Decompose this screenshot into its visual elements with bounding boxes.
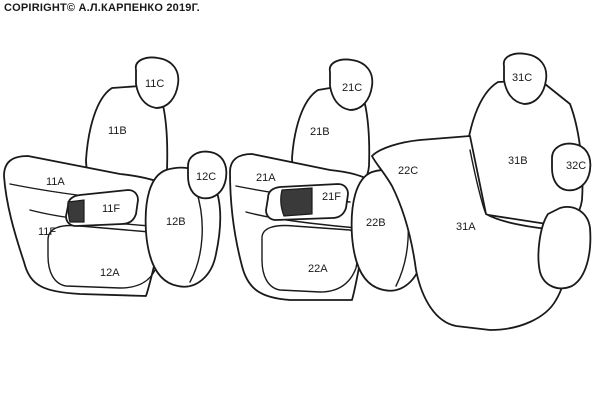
label-21a: 21A [256, 172, 276, 184]
label-21c: 21C [342, 82, 362, 94]
label-12a: 12A [100, 267, 120, 279]
label-32c: 32C [566, 160, 586, 172]
label-11c: 11C [145, 78, 164, 90]
seat-cushion-31a [371, 135, 568, 331]
label-22c: 22C [398, 165, 418, 177]
headrest-21c [328, 58, 374, 111]
headrest-11c [134, 56, 180, 109]
label-22a: 22A [308, 263, 328, 275]
label-12c: 12C [196, 171, 216, 183]
headrest-32c [551, 142, 592, 192]
copyright-notice: COPIRIGHT© А.Л.КАРПЕНКО 2019Г. [4, 2, 200, 14]
label-11f-side: 11F [38, 226, 56, 238]
seam-line [469, 149, 487, 215]
label-11f-armrest: 11F [102, 203, 120, 215]
headrest-31c [502, 52, 548, 105]
label-22b: 22B [366, 217, 386, 229]
label-11a: 11A [46, 176, 65, 188]
seam-line [245, 211, 357, 229]
label-21f: 21F [322, 191, 341, 203]
seam-line [189, 189, 203, 283]
part-labels: 11C 11B 11A 11F 11F 12C 12B 12A 21C 21B … [38, 72, 586, 279]
armrest-11f-cupholder [67, 199, 85, 223]
label-31a: 31A [456, 221, 476, 233]
cushion-22a-outline [261, 224, 359, 293]
seat-set-3 [371, 52, 592, 331]
seat-set-1 [3, 56, 228, 297]
headrest-12c [187, 150, 228, 200]
armrest-21f-cupholder [280, 187, 313, 217]
label-31c: 31C [512, 72, 532, 84]
label-11b: 11B [108, 125, 127, 137]
label-12b: 12B [166, 216, 186, 228]
side-bolster-right [537, 206, 592, 290]
label-31b: 31B [508, 155, 528, 167]
label-21b: 21B [310, 126, 330, 138]
